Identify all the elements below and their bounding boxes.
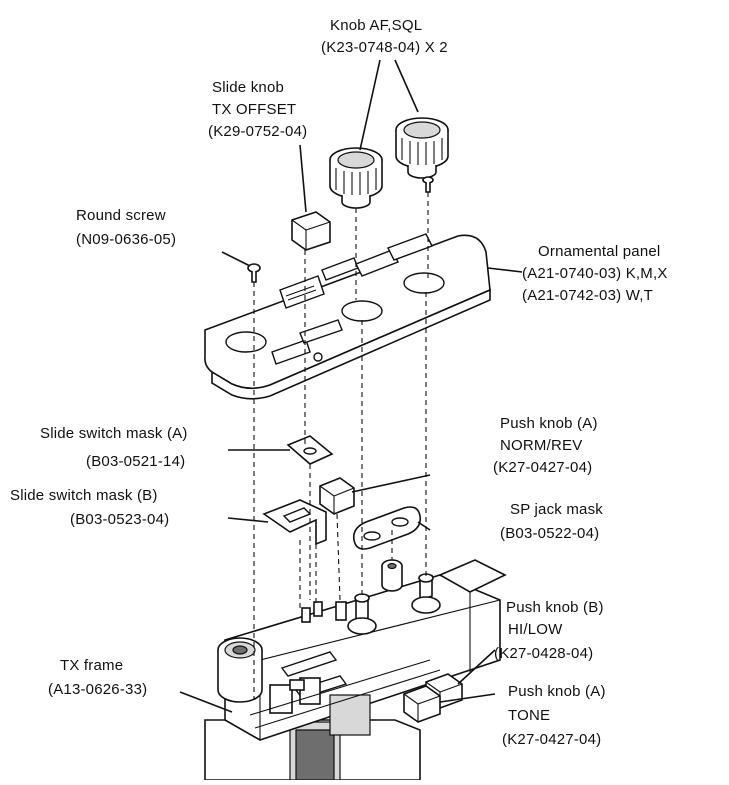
knob-sql [329,147,383,209]
sp-jack-mask-label: SP jack mask [510,501,603,518]
push-knob-a-norm-function: NORM/REV [500,437,582,454]
push-knob-a-tone [403,685,441,723]
assembly-lines [253,192,429,700]
push-knob-b-label: Push knob (B) [506,599,604,616]
knob-set-screw [422,176,434,193]
round-screw [247,263,261,283]
push-knob-a-tone-function: TONE [508,707,550,724]
slide-switch-mask-a [286,435,334,465]
tx-frame [204,559,507,781]
leader-lines [179,59,523,713]
slide-switch-mask-a-part: (B03-0521-14) [86,453,185,470]
ornamental-panel-part-kmx: (A21-0740-03) K,M,X [522,265,668,282]
push-knob-a-norm-label: Push knob (A) [500,415,598,432]
push-knob-b-part: (K27-0428-04) [494,645,593,662]
push-knob-a-tone-part: (K27-0427-04) [502,731,601,748]
sp-jack-mask [352,506,422,550]
slide-knob-function: TX OFFSET [212,101,296,118]
sp-jack-mask-part: (B03-0522-04) [500,525,599,542]
push-knob-b-function: HI/LOW [508,621,563,638]
ornamental-panel [204,233,491,400]
knob-af-sql-label: Knob AF,SQL [330,17,422,34]
round-screw-part: (N09-0636-05) [76,231,176,248]
labels: Knob AF,SQL (K23-0748-04) X 2 Slide knob… [10,17,668,748]
slide-switch-mask-b-part: (B03-0523-04) [70,511,169,528]
slide-switch-mask-b [262,499,327,546]
knob-af [395,117,449,179]
push-knob-a-tone-label: Push knob (A) [508,683,606,700]
ornamental-panel-part-wt: (A21-0742-03) W,T [522,287,653,304]
slide-switch-mask-a-label: Slide switch mask (A) [40,425,188,442]
slide-switch-mask-b-label: Slide switch mask (B) [10,487,158,504]
tx-frame-part: (A13-0626-33) [48,681,147,698]
knob-af-sql-part: (K23-0748-04) X 2 [321,39,448,56]
ornamental-panel-label: Ornamental panel [538,243,660,260]
slide-knob-label: Slide knob [212,79,284,96]
tx-frame-label: TX frame [60,657,123,674]
push-knob-a-norm-part: (K27-0427-04) [493,459,592,476]
push-knob-a-norm-rev [319,477,355,515]
round-screw-label: Round screw [76,207,166,224]
slide-knob-tx-offset [291,211,331,251]
slide-knob-part: (K29-0752-04) [208,123,307,140]
